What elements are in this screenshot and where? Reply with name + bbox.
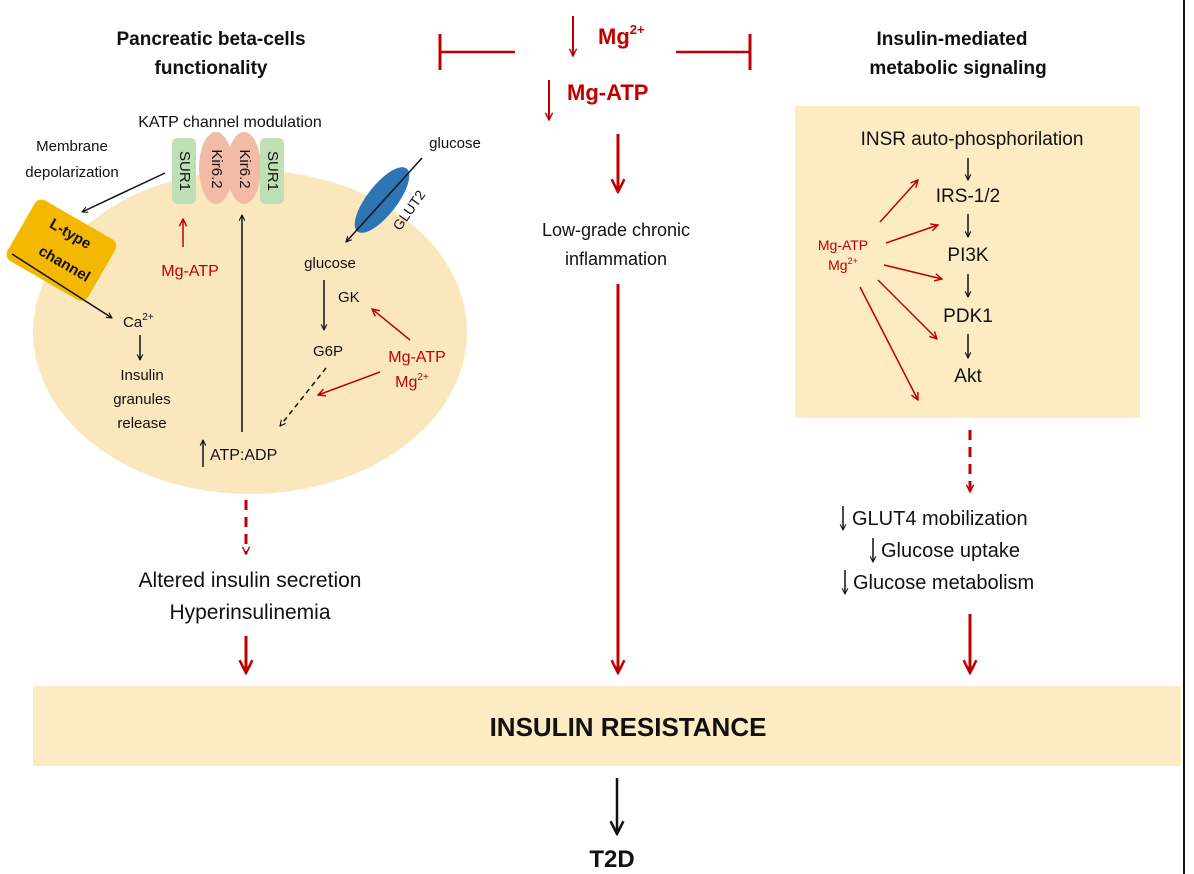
insulin-resistance-label: INSULIN RESISTANCE — [490, 712, 767, 742]
katp-label: KATP channel modulation — [138, 114, 322, 131]
sur1-right-label: SUR1 — [264, 151, 281, 191]
calcium-label: Ca2+ — [123, 312, 154, 331]
membrane-line1: Membrane — [36, 138, 108, 155]
glucose-metabolism-label: Glucose metabolism — [853, 572, 1034, 594]
irs-label: IRS-1/2 — [936, 186, 1000, 207]
glucose-uptake-label: Glucose uptake — [881, 540, 1020, 562]
insulin-granules-line1: Insulin — [120, 367, 163, 384]
gk-label: GK — [338, 289, 360, 306]
mg-to-akt-arrow — [859, 286, 918, 400]
glucose-inside-label: glucose — [304, 255, 356, 272]
mg-to-gk-arrow — [372, 309, 411, 341]
glut4-label: GLUT4 mobilization — [852, 508, 1028, 530]
katp-channel: SUR1 Kir6.2 Kir6.2 SUR1 — [172, 132, 284, 204]
glucose-entry-arrow — [346, 157, 423, 242]
sur1-left-label: SUR1 — [176, 151, 193, 191]
title-right-line2: metabolic signaling — [869, 58, 1046, 79]
beta-cell-ellipse — [33, 170, 467, 494]
kir62-right — [227, 132, 261, 204]
kir62-right-label: Kir6.2 — [236, 149, 253, 188]
mg-to-irs-arrow — [885, 225, 938, 244]
mg2-signal-label: Mg2+ — [828, 256, 858, 273]
sur1-right — [260, 138, 284, 204]
altered-secretion-label: Altered insulin secretion — [139, 569, 362, 592]
hyperinsulinemia-label: Hyperinsulinemia — [169, 601, 330, 624]
g6p-label: G6P — [313, 343, 343, 360]
t2d-label: T2D — [589, 846, 634, 873]
insulin-granules-line3: release — [117, 415, 166, 432]
kir62-left-label: Kir6.2 — [208, 149, 225, 188]
pi3k-label: PI3K — [947, 245, 989, 266]
depolarization-arrow — [82, 172, 166, 212]
right-border-line — [1183, 0, 1185, 874]
mg2-gk-label: Mg2+ — [395, 372, 429, 391]
title-left-line1: Pancreatic beta-cells — [116, 29, 305, 50]
inflammation-line1: Low-grade chronic — [542, 220, 690, 240]
calcium-influx-arrow — [11, 253, 112, 318]
glucose-outside-label: glucose — [429, 135, 481, 152]
mg-top-label: Mg2+ — [598, 22, 645, 49]
insulin-resistance-band — [33, 686, 1181, 766]
title-left-line2: functionality — [155, 58, 268, 79]
sur1-left — [172, 138, 196, 204]
kir62-left — [199, 132, 233, 204]
title-right-line1: Insulin-mediated — [877, 29, 1028, 50]
g6p-to-atp-dashed-arrow — [280, 367, 327, 426]
mg-atp-signal-label: Mg-ATP — [818, 237, 868, 253]
mg-atp-top-label: Mg-ATP — [567, 80, 648, 105]
mg-to-pi3k-arrow — [883, 264, 942, 279]
inflammation-line2: inflammation — [565, 249, 667, 269]
mg-atp-channel-label: Mg-ATP — [161, 263, 218, 280]
insr-label: INSR auto-phosphorilation — [861, 129, 1084, 150]
membrane-line2: depolarization — [25, 164, 118, 181]
mg-atp-gk-label: Mg-ATP — [388, 349, 445, 366]
mg-to-g6p-arrow — [318, 371, 381, 395]
mg-to-pdk1-arrow — [877, 279, 937, 339]
insulin-granules-line2: granules — [113, 391, 171, 408]
akt-label: Akt — [954, 366, 982, 387]
pdk1-label: PDK1 — [943, 306, 993, 327]
mg-to-insr-arrow — [879, 180, 918, 223]
atp-adp-label: ATP:ADP — [210, 447, 277, 464]
